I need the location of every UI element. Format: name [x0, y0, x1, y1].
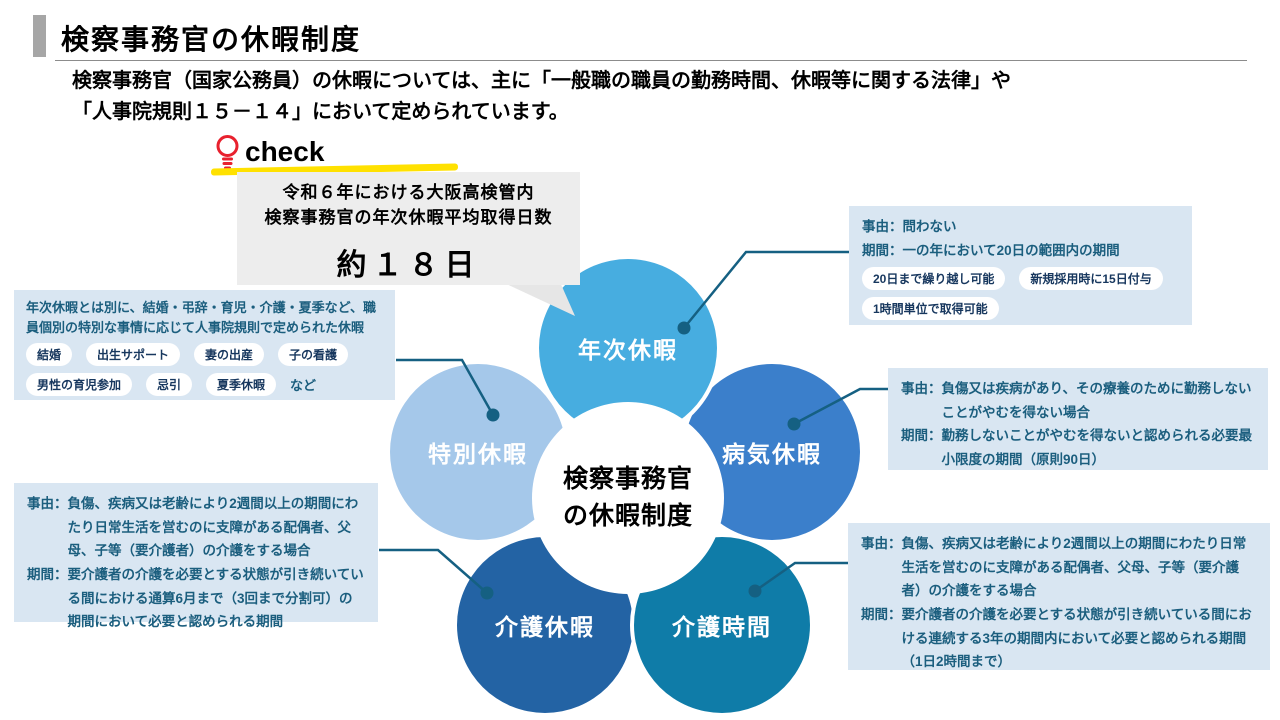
reason-text: 負傷、疾病又は老齢により2週間以上の期間にわたり日常生活を営むのに支障がある配偶…: [67, 496, 359, 559]
check-callout-line-2: 検察事務官の年次休暇平均取得日数: [264, 207, 553, 227]
special-etc-text: など: [290, 378, 317, 394]
badge: 新規採用時に15日付与: [1019, 267, 1163, 291]
petal-annual-label: 年次休暇: [578, 337, 678, 363]
title-accent-bar: [33, 15, 46, 57]
badge: 男性の育児参加: [26, 373, 133, 397]
check-label: check: [245, 136, 325, 167]
annual-badges: 20日まで繰り越し可能 新規採用時に15日付与 1時間単位で取得可能: [862, 267, 1179, 321]
care-leave-reason-row: 事由： 負傷、疾病又は老齢により2週間以上の期間にわたり日常生活を営むのに支障が…: [27, 492, 365, 563]
badge: 夏季休暇: [206, 373, 277, 397]
sick-reason-row: 事由： 負傷又は疾病があり、その療養のために勤務しないことがやむを得ない場合: [901, 377, 1255, 424]
annual-reason-row: 事由： 問わない: [862, 215, 1179, 239]
period-text: 勤務しないことがやむを得ないと認められる必要最小限度の期間（原則90日）: [941, 428, 1253, 467]
badge: 1時間単位で取得可能: [862, 297, 999, 321]
special-intro: 年次休暇とは別に、結婚・弔辞・育児・介護・夏季など、職員個別の特別な事情に応じて…: [26, 300, 376, 336]
care-time-period-row: 期間： 要介護者の介護を必要とする状態が引き続いている間における連続する3年の期…: [861, 603, 1257, 674]
info-box-care-leave: 事由： 負傷、疾病又は老齢により2週間以上の期間にわたり日常生活を営むのに支障が…: [14, 483, 378, 629]
info-box-care-time: 事由： 負傷、疾病又は老齢により2週間以上の期間にわたり日常生活を営むのに支障が…: [848, 523, 1270, 670]
badge: 出生サポート: [86, 343, 181, 367]
center-line-1: 検察事務官: [562, 464, 693, 493]
period-label: 期間：: [27, 566, 68, 582]
period-label: 期間：: [861, 606, 902, 622]
period-text: 要介護者の介護を必要とする状態が引き続いている間における通算6月まで（3回まで分…: [67, 566, 364, 630]
care-leave-period-row: 期間： 要介護者の介護を必要とする状態が引き続いている間における通算6月まで（3…: [27, 563, 365, 634]
reason-label: 事由：: [861, 536, 902, 551]
annual-period-row: 期間： 一の年において20日の範囲内の期間: [862, 239, 1179, 263]
check-callout-line-1: 令和６年における大阪高検管内: [282, 183, 535, 202]
badge: 妻の出産: [194, 343, 265, 367]
badge: 忌引: [146, 373, 193, 397]
title-underline: [55, 60, 1247, 61]
period-text: 一の年において20日の範囲内の期間: [902, 242, 1120, 258]
petal-care-time-label: 介護時間: [672, 614, 772, 640]
petal-sick-label: 病気休暇: [722, 441, 822, 467]
reason-text: 負傷又は疾病があり、その療養のために勤務しないことがやむを得ない場合: [941, 381, 1252, 420]
badge: 子の看護: [278, 343, 349, 367]
info-box-annual-leave: 事由： 問わない 期間： 一の年において20日の範囲内の期間 20日まで繰り越し…: [849, 206, 1192, 325]
badge: 結婚: [26, 343, 73, 367]
center-line-2: の休暇制度: [562, 502, 693, 530]
info-box-special-leave: 年次休暇とは別に、結婚・弔辞・育児・介護・夏季など、職員個別の特別な事情に応じて…: [14, 290, 395, 400]
page-title: 検察事務官の休暇制度: [61, 24, 362, 55]
check-callout: 令和６年における大阪高検管内 検察事務官の年次休暇平均取得日数 約１８日: [237, 172, 580, 285]
reason-text: 問わない: [902, 219, 957, 234]
subtitle-line-1: 検察事務官（国家公務員）の休暇については、主に「一般職の職員の勤務時間、休暇等に…: [72, 70, 1011, 92]
info-box-sick-leave: 事由： 負傷又は疾病があり、その療養のために勤務しないことがやむを得ない場合 期…: [888, 368, 1268, 470]
subtitle: 検察事務官（国家公務員）の休暇については、主に「一般職の職員の勤務時間、休暇等に…: [72, 66, 1011, 128]
period-label: 期間：: [901, 428, 942, 444]
special-badges: 結婚 出生サポート 妻の出産 子の看護 男性の育児参加 忌引 夏季休暇 など: [26, 343, 383, 397]
reason-label: 事由：: [27, 496, 68, 511]
reason-label: 事由：: [901, 381, 942, 396]
care-time-reason-row: 事由： 負傷、疾病又は老齢により2週間以上の期間にわたり日常生活を営むのに支障が…: [861, 532, 1257, 603]
reason-text: 負傷、疾病又は老齢により2週間以上の期間にわたり日常生活を営むのに支障がある配偶…: [901, 536, 1247, 599]
check-callout-value: 約１８日: [336, 249, 481, 283]
diagram-center-circle: 検察事務官 の休暇制度: [532, 402, 724, 594]
badge: 20日まで繰り越し可能: [862, 267, 1006, 291]
reason-label: 事由：: [862, 219, 903, 234]
period-text: 要介護者の介護を必要とする状態が引き続いている間における連続する3年の期間内にお…: [901, 606, 1252, 670]
petal-special-label: 特別休暇: [428, 441, 528, 467]
subtitle-line-2: 「人事院規則１５－１４」において定められています。: [72, 101, 569, 123]
period-label: 期間：: [862, 242, 903, 258]
petal-care-leave-label: 介護休暇: [495, 614, 595, 640]
sick-period-row: 期間： 勤務しないことがやむを得ないと認められる必要最小限度の期間（原則90日）: [901, 424, 1255, 471]
